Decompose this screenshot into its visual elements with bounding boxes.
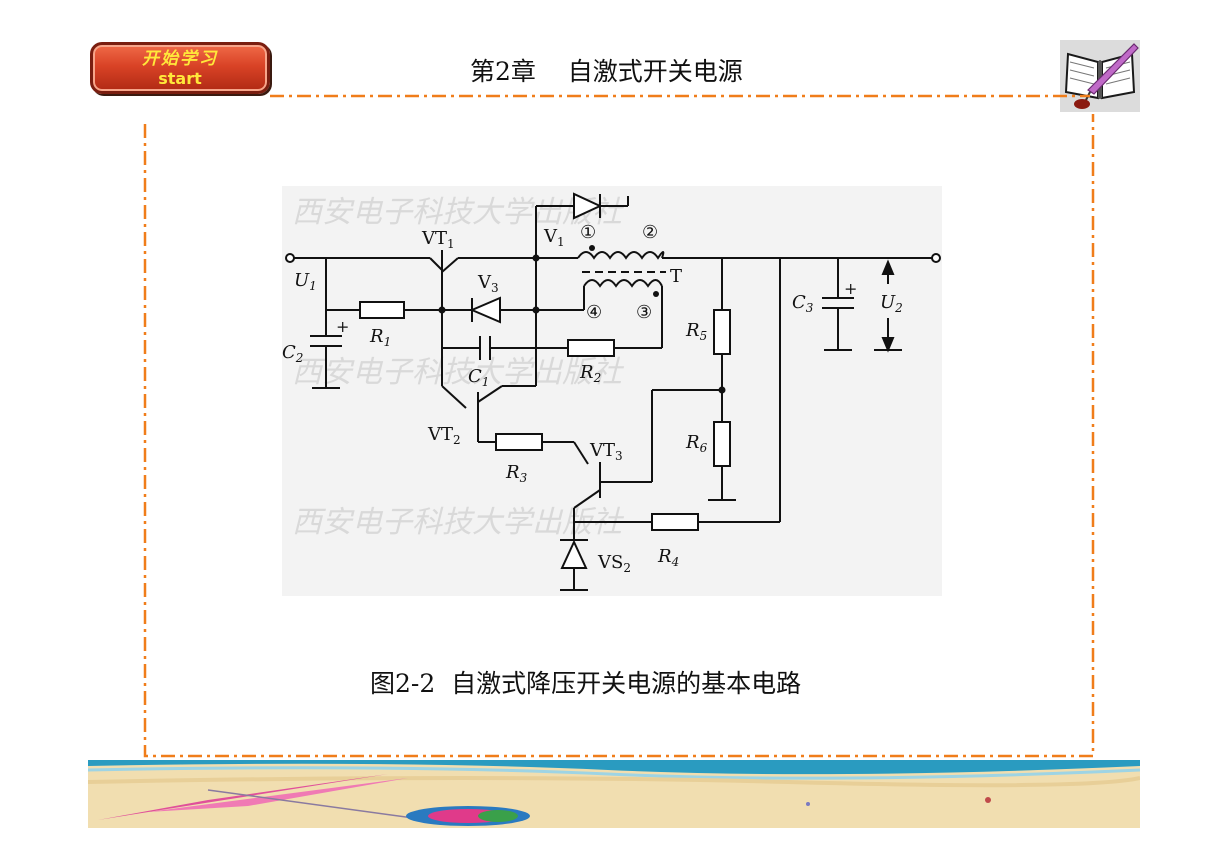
vt2-label: VT2 — [427, 424, 461, 447]
r2-label: R2 — [579, 362, 601, 385]
open-book-quill-icon — [1060, 40, 1140, 112]
v1-label: V1 — [543, 226, 565, 249]
start-learning-button[interactable]: 开始学习 start — [90, 42, 270, 94]
c2-plus: + — [336, 317, 349, 336]
vs2-label: VS2 — [597, 552, 631, 575]
svg-text:西安电子科技大学出版社: 西安电子科技大学出版社 — [292, 505, 625, 540]
u1-label: U1 — [294, 270, 317, 293]
start-button-en-label: start — [158, 69, 202, 88]
u2-label: U2 — [880, 292, 903, 315]
chapter-title: 第2章 自激式开关电源 — [470, 57, 743, 86]
r1-label: R1 — [369, 326, 391, 349]
c3-plus: + — [844, 279, 857, 298]
r3-label: R3 — [505, 462, 528, 485]
c1-label: C1 — [468, 366, 489, 389]
pin2-label: ② — [642, 222, 658, 243]
start-button-cn-label: 开始学习 — [142, 49, 218, 69]
svg-text:西安电子科技大学出版社: 西安电子科技大学出版社 — [292, 195, 625, 230]
vt3-label: VT3 — [589, 440, 623, 463]
circuit-diagram: 西安电子科技大学出版社 西安电子科技大学出版社 西安电子科技大学出版社 — [282, 186, 942, 596]
beach-footer-decoration — [88, 760, 1140, 828]
r6-label: R6 — [685, 432, 708, 455]
transformer-label: T — [670, 266, 682, 287]
pin1-label: ① — [580, 222, 596, 243]
c3-label: C3 — [792, 292, 814, 315]
r4-label: R4 — [657, 546, 679, 569]
c2-label: C2 — [282, 342, 303, 365]
pin4-label: ④ — [586, 302, 602, 323]
v3-label: V3 — [477, 272, 499, 295]
publisher-watermark: 西安电子科技大学出版社 西安电子科技大学出版社 西安电子科技大学出版社 — [292, 195, 625, 540]
r5-label: R5 — [685, 320, 707, 343]
figure-caption: 图2-2 自激式降压开关电源的基本电路 — [370, 669, 802, 698]
pin3-label: ③ — [636, 302, 652, 323]
vt1-label: VT1 — [421, 228, 455, 251]
svg-text:西安电子科技大学出版社: 西安电子科技大学出版社 — [292, 355, 625, 390]
